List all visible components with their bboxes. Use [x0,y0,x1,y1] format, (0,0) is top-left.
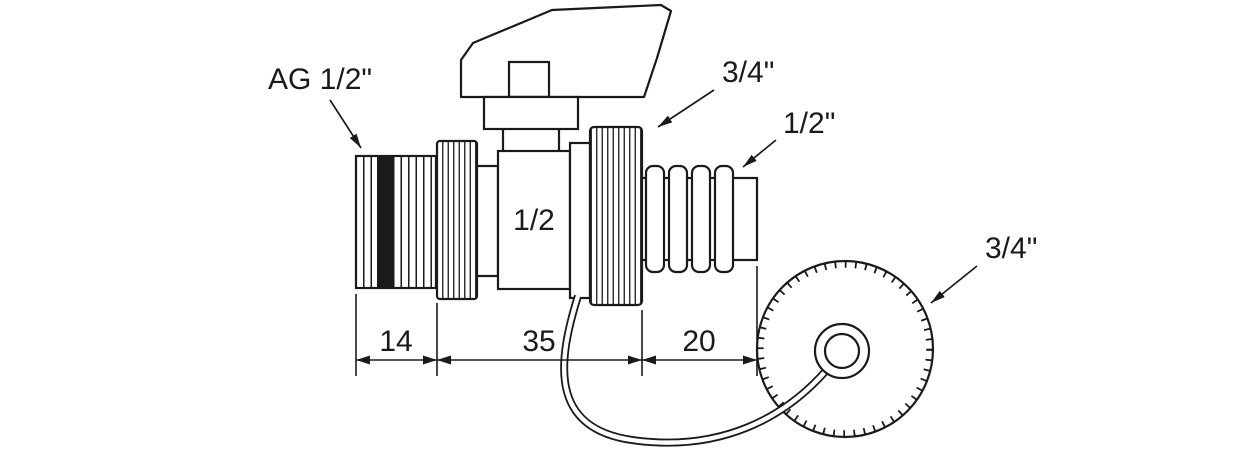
hose-barb [640,164,759,274]
stem-plate [482,95,580,131]
dust-cap-knurl-ticks [757,261,933,437]
callout-dust-cap-leader [930,265,978,304]
callout-hose-barb-label: 1/2" [783,107,835,140]
tether-cord [560,294,842,447]
valve-handle [459,3,673,99]
callout-union-nut: 3/4" [657,56,774,128]
thread-section [354,154,438,290]
knurled-nut-left-body [435,139,479,301]
dim-arrowhead [743,355,757,365]
union-flange [568,141,592,300]
dim-arrowhead [423,355,437,365]
knurled-nut-left [435,139,479,301]
body-step [475,164,500,278]
dust-cap-knob [813,322,871,380]
stem-neck [501,126,561,155]
callout-dust-cap: 3/4" [930,232,1037,304]
dimension-valve-length: 35 [522,325,555,358]
callout-hose-barb: 1/2" [742,107,835,168]
hose-barb-ridge [644,164,666,274]
hose-barb-ridge [690,164,712,274]
dimension-hose-length: 20 [682,325,715,358]
dim-arrowhead [628,355,642,365]
male-thread-connector [354,154,438,290]
callout-union-nut-label: 3/4" [722,56,774,89]
callout-union-nut-leader [657,89,715,128]
dust-cap-knob-inner [823,332,861,370]
dimension-thread-length: 14 [379,325,412,358]
valve-body-size-marking: 1/2 [513,204,555,237]
valve-body: 1/2 [475,149,572,291]
valve-stem [482,95,580,155]
union-nut [568,125,644,307]
callout-male-thread-leader [329,99,362,149]
callout-dust-cap-label: 3/4" [985,232,1037,265]
hose-barb-ridge [713,164,735,274]
dim-arrowhead [642,355,656,365]
union-nut-body [588,125,644,307]
hose-barb-ridge [667,164,689,274]
body-main [496,149,572,291]
handle-lever [459,3,673,99]
callout-male-thread: AG 1/2" [268,63,372,149]
dim-arrowhead [437,355,451,365]
dim-arrowhead [356,355,370,365]
callout-hose-barb-leader [742,139,777,168]
thread-seal-band [377,157,394,287]
tether-cord-core [561,295,840,445]
callout-male-thread-label: AG 1/2" [268,63,372,96]
dimension-lines: 14 35 20 [355,266,758,376]
